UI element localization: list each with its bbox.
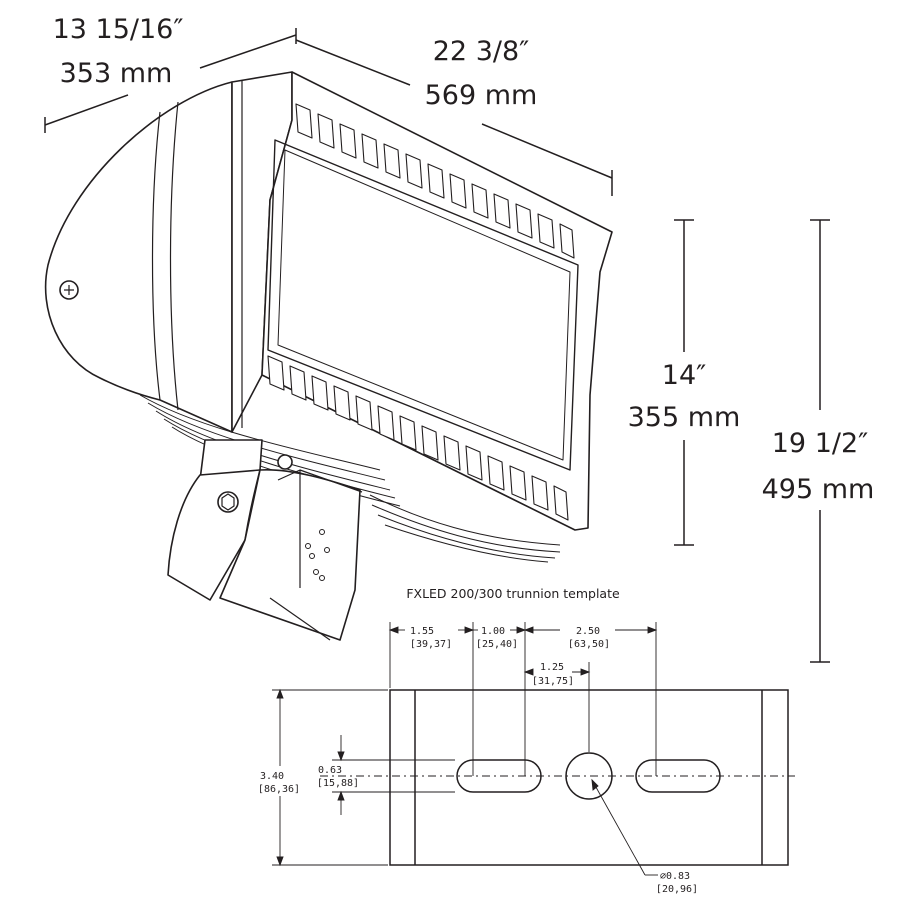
- dim-slot: 0.63: [318, 765, 342, 776]
- dim-2-50: 2.50: [576, 626, 600, 637]
- dim-height-mm: [86,36]: [258, 784, 300, 795]
- trunnion-template: [320, 689, 795, 866]
- dim-1-00-mm: [25,40]: [476, 639, 518, 650]
- dim-hole-mm: [20,96]: [656, 884, 698, 895]
- dim-1-25: 1.25: [540, 662, 564, 673]
- width-mm-label: 569 mm: [425, 80, 538, 111]
- bolt-icon: [217, 491, 239, 513]
- dim-2-50-mm: [63,50]: [568, 639, 610, 650]
- dim-slot-mm: [15,88]: [317, 778, 359, 789]
- depth-mm-label: 353 mm: [60, 58, 173, 89]
- template-dimension-lines: [272, 622, 658, 876]
- overall-height-mm-label: 495 mm: [762, 474, 875, 505]
- depth-inches-label: 13 15/16″: [53, 14, 184, 45]
- dim-1-00: 1.00: [481, 626, 505, 637]
- dim-1-55: 1.55: [410, 626, 434, 637]
- width-inches-label: 22 3/8″: [433, 36, 529, 67]
- fixture-dimension-lines: [44, 28, 830, 663]
- dim-hole: ∅0.83: [660, 871, 690, 882]
- dim-1-55-mm: [39,37]: [410, 639, 452, 650]
- floodlight-fixture: [44, 71, 613, 641]
- dim-height: 3.40: [260, 771, 284, 782]
- overall-height-inches-label: 19 1/2″: [772, 428, 868, 459]
- dim-1-25-mm: [31,75]: [532, 676, 574, 687]
- template-title: FXLED 200/300 trunnion template: [406, 586, 620, 601]
- height-inches-label: 14″: [662, 360, 706, 391]
- height-mm-label: 355 mm: [628, 402, 741, 433]
